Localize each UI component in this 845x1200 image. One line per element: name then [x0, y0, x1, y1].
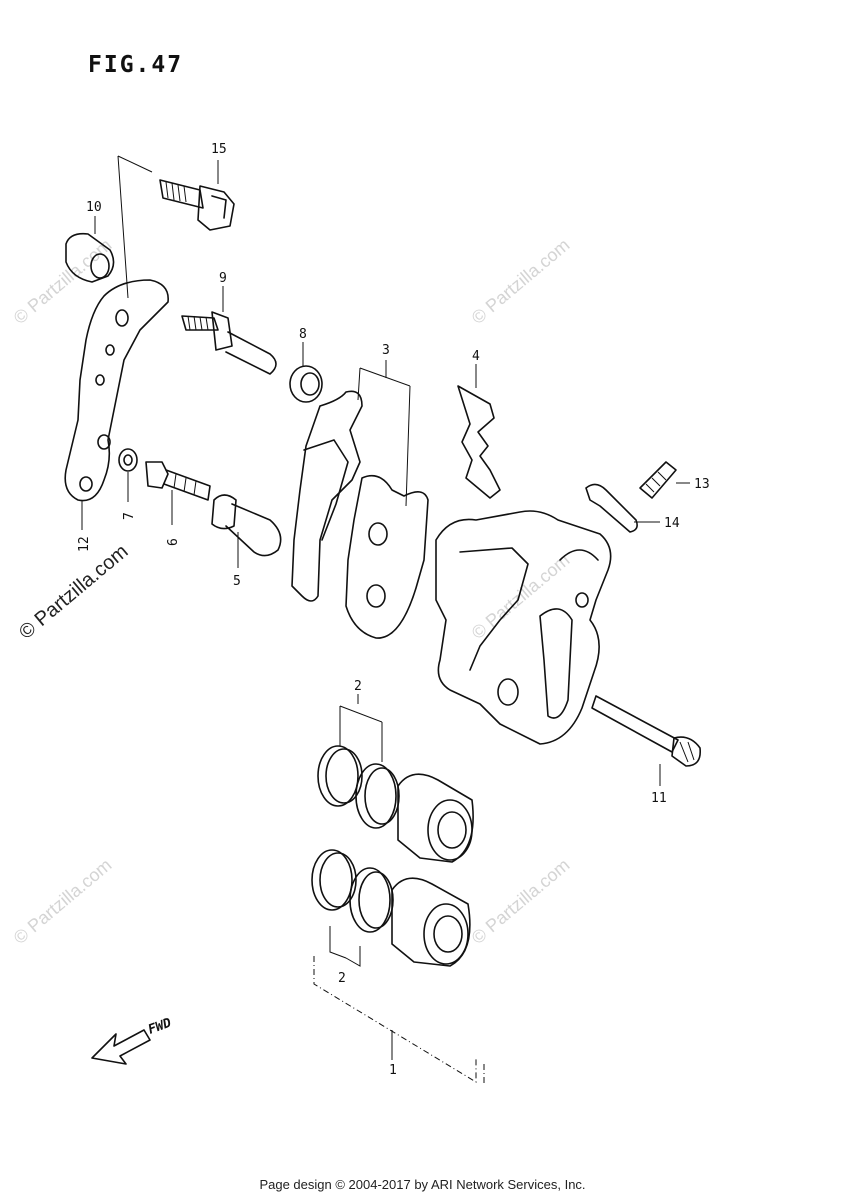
callout-1: 1: [389, 1063, 397, 1078]
part-11-pin: [591, 695, 702, 767]
part-12-bracket: [64, 279, 169, 502]
callout-8: 8: [299, 327, 307, 342]
callout-9: 9: [219, 271, 227, 286]
part-13-bleeder: [639, 461, 677, 499]
piston-upper: [397, 773, 474, 863]
callout-10: 10: [86, 200, 102, 215]
part-4-clip: [457, 385, 501, 499]
watermark-3: © Partzilla.com: [10, 855, 116, 948]
callout-13: 13: [694, 477, 710, 492]
watermark-2: © Partzilla.com: [468, 235, 574, 328]
fwd-label: FWD: [146, 1016, 173, 1038]
part-3-brake-pads: [291, 390, 429, 639]
callout-14: 14: [664, 516, 680, 531]
watermark-left: © Partzilla.com: [15, 540, 132, 643]
part-5-pin: [211, 494, 282, 557]
watermark-5: © Partzilla.com: [468, 550, 574, 643]
part-14-cap: [585, 483, 638, 533]
caliper-body: [435, 510, 612, 745]
callout-12: 12: [77, 536, 92, 552]
fwd-arrow-icon: [91, 1029, 151, 1065]
piston-lower: [391, 877, 471, 967]
part-2-seals-upper: [317, 745, 400, 829]
watermark-1: © Partzilla.com: [10, 235, 116, 328]
callout-4: 4: [472, 349, 480, 364]
callout-15: 15: [211, 142, 227, 157]
callout-7: 7: [122, 512, 137, 520]
watermarks: © Partzilla.com © Partzilla.com © Partzi…: [10, 235, 574, 948]
part-7-washer: [118, 448, 138, 472]
footer-copyright: Page design © 2004-2017 by ARI Network S…: [259, 1177, 586, 1192]
callout-5: 5: [233, 574, 241, 589]
callout-3: 3: [382, 343, 390, 358]
part-6-bolt: [145, 461, 211, 501]
callout-2-upper: 2: [354, 679, 362, 694]
watermark-4: © Partzilla.com: [468, 855, 574, 948]
part-9-pin: [181, 311, 277, 375]
callout-6: 6: [166, 538, 181, 546]
part-2-seals-lower: [311, 849, 394, 933]
part-8-boot: [289, 365, 323, 403]
callout-2-lower: 2: [338, 971, 346, 986]
part-1-assembly-bracket: [313, 956, 485, 1084]
part-15-bolt: [159, 179, 235, 231]
part-10-sleeve: [65, 232, 115, 283]
callout-11: 11: [651, 791, 667, 806]
figure-title: FIG.47: [88, 52, 184, 78]
